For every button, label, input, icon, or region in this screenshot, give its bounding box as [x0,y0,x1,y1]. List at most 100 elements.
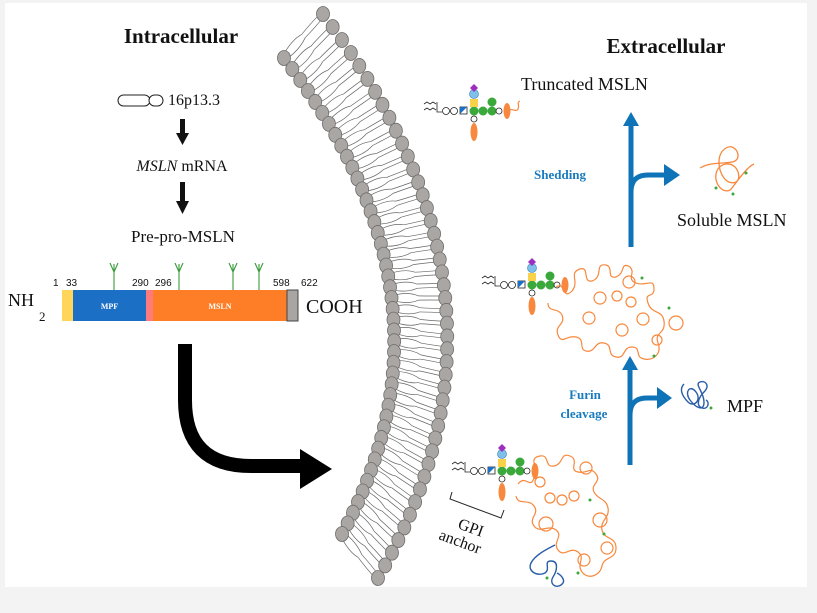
glycan-green-icon [469,106,479,116]
glycan-green-icon [487,97,497,107]
glycan-purple-icon [498,444,506,452]
domain-label-mpf: MPF [101,302,118,311]
glycan-dot [545,498,606,580]
glycan-green-icon [545,280,555,290]
domain-gpi-signal [286,289,299,322]
lipid-head [395,135,409,152]
glycan-yellow-icon [498,459,506,467]
glycan-purple-icon [470,84,478,92]
glycan-yellow-icon [470,99,478,107]
domain-signal-peptide [62,290,73,321]
lipid-bilayer [277,6,455,586]
lipid-zigzag-icon [481,275,495,285]
lipid-zigzag-icon [451,461,465,471]
lipid-head [389,122,403,139]
glycan-dot [640,276,671,358]
lipid-head [400,148,415,165]
lipid-head [382,109,397,126]
domain-furin-site [146,290,153,321]
glycan-green-icon [506,466,516,476]
residue-position: 290 [132,278,149,289]
shedding-arrow [623,112,680,247]
soluble-msln-label: Soluble MSLN [677,210,787,230]
lipid-head [368,83,383,100]
c-terminus-label: COOH [306,296,363,318]
mpf-protein-bot [529,544,565,587]
lipid-zigzag-icon [423,101,437,111]
glycosylation-site-icon [228,262,238,290]
msln-protein-mid [547,264,684,360]
down-arrow-icon [176,182,189,214]
truncated-msln-label: Truncated MSLN [521,74,648,94]
lipid-head [360,70,375,87]
glycan-yellow-icon [528,273,536,281]
lipid-head [321,115,336,132]
glycan-green-icon [527,280,537,290]
protein-attachment-icon [561,277,569,293]
intracellular-title: Intracellular [124,24,238,48]
mrna-gene-name: MSLN [135,158,178,175]
glycan-green-icon [536,280,546,290]
lipid-head [403,506,417,523]
precursor-label: Pre-pro-MSLN [131,227,235,246]
orange-ethanolamine-icon [528,297,536,315]
lipid-head [277,50,291,66]
glycosylation-site-icon [254,262,264,290]
msln-protein-bot [515,454,617,577]
lipid-head [352,58,367,74]
down-arrow-icon [176,119,189,145]
residue-position: 296 [155,278,172,289]
orange-ethanolamine-icon [470,123,478,141]
mannose-icon [508,281,516,289]
residue-position: 33 [66,278,78,289]
glycosylation-site-icon [174,262,184,290]
domain-label-mesothelin: MSLN [208,302,231,311]
mrna-suffix: mRNA [177,158,228,175]
glycan-purple-icon [528,258,536,266]
gpi-anchor-bracket [449,491,505,519]
mannose-icon [478,467,486,475]
domain-mesothelin [153,290,287,321]
gene-locus: 16p13.3 [168,92,220,109]
chromosome-icon [117,94,164,107]
glycan-green-icon [497,466,507,476]
lipid-head [315,104,330,121]
lipid-head [397,519,412,536]
lipid-heads [277,6,455,586]
glycan-dot [714,171,748,196]
glycan-dot [709,406,713,410]
mannose-icon [500,281,508,289]
truncated-msln-fragment [507,100,521,112]
residue-position: 1 [53,278,59,289]
soluble-msln-icon [699,146,755,192]
lipid-head [432,251,447,268]
lipid-head [308,94,323,110]
glycosylation-site-icon [109,262,119,290]
glycan-green-icon [478,106,488,116]
lipid-head [391,532,406,548]
glycan-green-icon [487,106,497,116]
lipid-head [378,557,393,574]
lipid-head [285,61,300,77]
lipid-head [325,19,340,35]
domain-mpf [73,290,146,321]
glycan-green-icon [545,271,555,281]
gpi-anchor-truncated [423,84,521,141]
lipid-head [371,570,385,586]
residue-position: 598 [273,278,290,289]
mpf-label: MPF [727,396,763,416]
protein-attachment-icon [503,103,511,119]
trafficking-arrow [178,344,332,489]
furin-label-line1: Furin [569,387,602,402]
lipid-head [343,45,358,61]
lipid-head [385,544,399,561]
lipid-head [335,526,349,542]
furin-label-line2: cleavage [561,406,608,421]
mannose-icon [442,107,450,115]
mrna-label: MSLN mRNA [135,158,228,175]
n-terminus-label: NH [8,290,34,310]
gpi-anchor-precursor [451,444,539,501]
glycan-green-icon [515,457,525,467]
